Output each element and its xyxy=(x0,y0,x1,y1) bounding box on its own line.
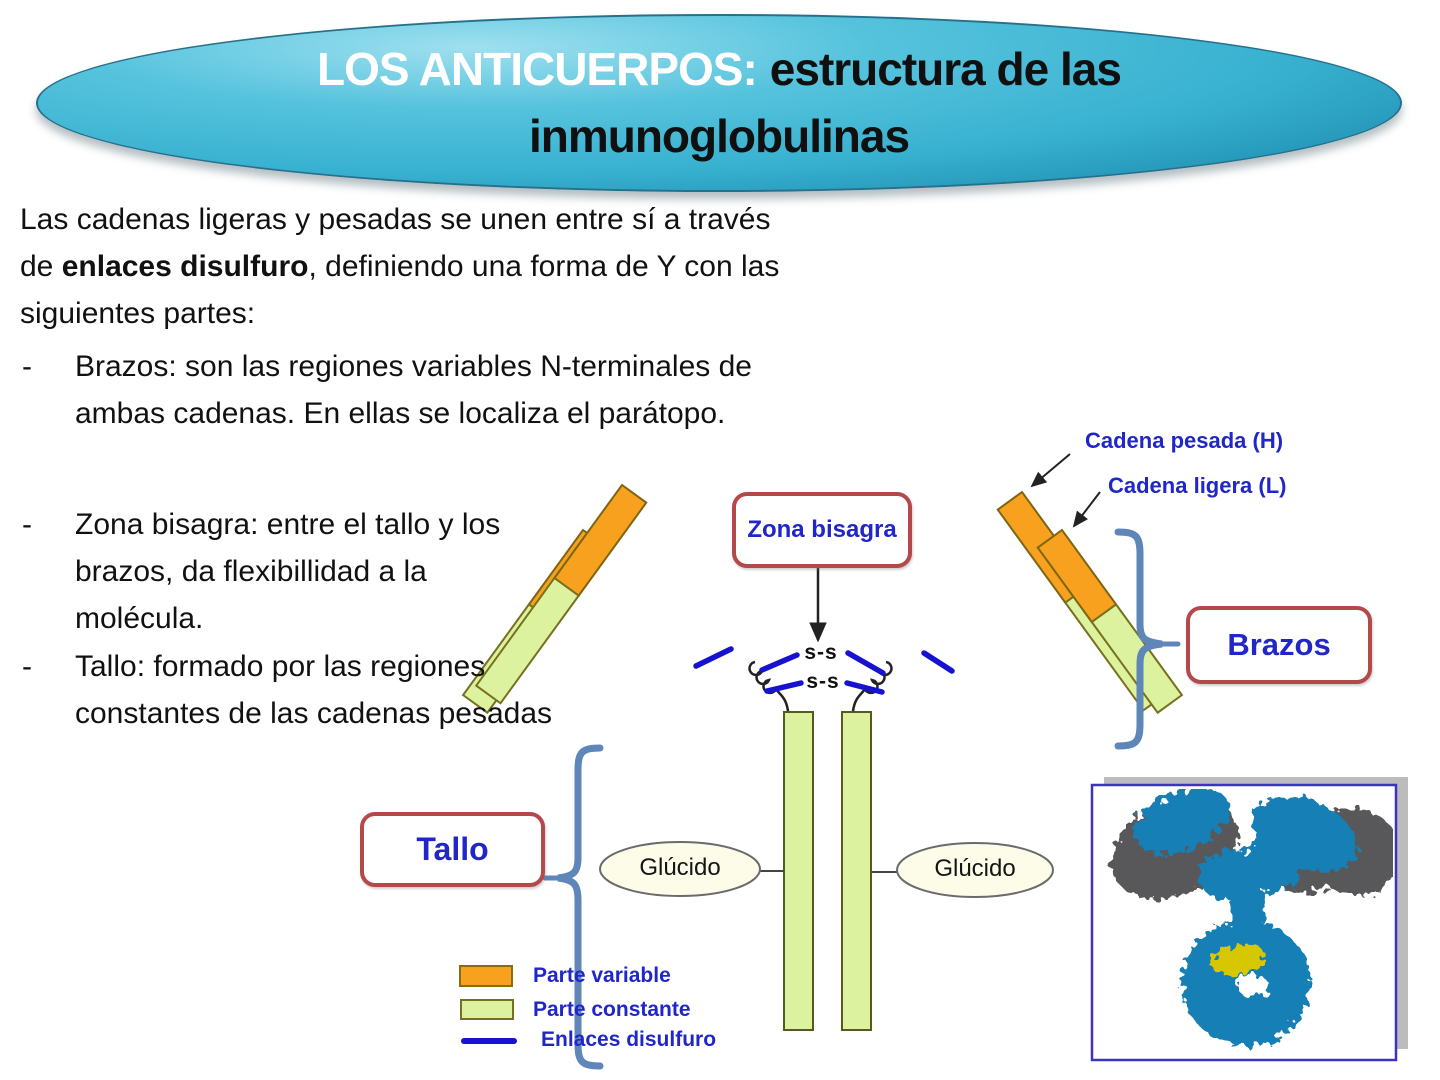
glucido-label-left: Glúcido xyxy=(639,854,721,881)
disulfide-label-top: s-s xyxy=(804,641,838,664)
bullet-marker: - xyxy=(22,650,32,683)
title-line-2: inmunoglobulinas xyxy=(528,110,910,162)
disulfide-bonds xyxy=(693,646,955,695)
heavy-chain-label: Cadena pesada (H) xyxy=(1085,428,1284,453)
title-banner: LOS ANTICUERPOS:estructura de las inmuno… xyxy=(36,14,1402,192)
left-heavy-chain xyxy=(474,483,648,705)
title-highlight: LOS ANTICUERPOS: xyxy=(317,43,758,96)
bullet-marker: - xyxy=(22,350,32,383)
title-line-1: LOS ANTICUERPOS:estructura de las xyxy=(317,36,1122,103)
intro-paragraph: Las cadenas ligeras y pesadas se unen en… xyxy=(20,203,780,330)
bullet-text: Tallo: formado por las regiones constant… xyxy=(75,650,552,730)
bullet-text: Zona bisagra: entre el tallo y los brazo… xyxy=(75,508,501,635)
bullet-tallo: - Tallo: formado por las regiones consta… xyxy=(20,643,555,737)
legend-swatches xyxy=(459,965,517,1044)
stem-callout-box: Tallo xyxy=(360,812,545,887)
legend-variable-swatch xyxy=(459,965,513,987)
legend-label-variable: Parte variable xyxy=(533,964,671,987)
hinge-callout-box: Zona bisagra xyxy=(732,492,912,568)
bullet-text: Brazos: son las regiones variables N-ter… xyxy=(75,350,752,430)
bullet-zona-bisagra: - Zona bisagra: entre el tallo y los bra… xyxy=(20,501,545,642)
glucido-shapes xyxy=(599,841,1054,898)
molecule-panel xyxy=(1090,777,1408,1062)
heavy-chain-arrow xyxy=(1030,453,1071,488)
right-light-chain xyxy=(1036,528,1184,715)
molecule-image xyxy=(1111,789,1393,1046)
legend-constant-swatch xyxy=(460,999,514,1020)
light-chain-arrow xyxy=(1072,491,1101,528)
title-rest: estructura de las xyxy=(769,43,1122,96)
disulfide-label-bottom: s-s xyxy=(806,670,840,693)
glucido-label-right: Glúcido xyxy=(934,855,1016,882)
legend-label-constant: Parte constante xyxy=(533,998,691,1021)
bullet-marker: - xyxy=(22,508,32,541)
arms-callout-box: Brazos xyxy=(1186,606,1372,684)
bullet-brazos: - Brazos: son las regiones variables N-t… xyxy=(20,343,765,437)
light-chain-label: Cadena ligera (L) xyxy=(1108,473,1287,498)
stem-bars xyxy=(783,711,872,1031)
legend-label-disulfide: Enlaces disulfuro xyxy=(541,1028,717,1051)
